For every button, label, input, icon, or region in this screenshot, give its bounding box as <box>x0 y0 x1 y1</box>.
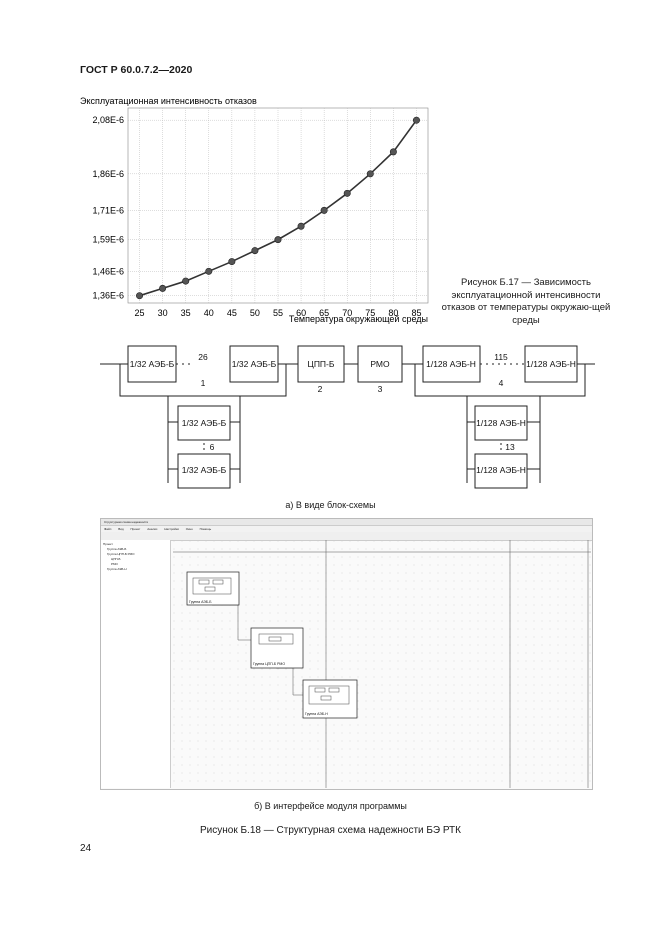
page-number: 24 <box>80 843 92 854</box>
x-tick-label: 25 <box>135 308 145 318</box>
block-aeb-b-last <box>229 345 279 383</box>
data-point <box>182 277 190 285</box>
label-aeb-b-4: 1/32 АЭБ-Б <box>182 465 227 475</box>
number-2: 2 <box>318 384 323 394</box>
project-tree: Проект Группа АЭБ-Б Группа ЦПП-Б РМО ЦПП… <box>101 540 171 788</box>
data-point <box>159 284 167 292</box>
block-aeb-n-parallel-2 <box>474 453 528 489</box>
y-tick-labels: 1,36E-6 1,46E-6 1,59E-6 1,71E-6 1,86E-6 2,08E… <box>92 115 124 301</box>
group-node-aeb-b[interactable] <box>186 571 240 606</box>
tree-item-rmo[interactable]: РМО <box>111 562 118 566</box>
y-tick-label: 1,86E-6 <box>92 169 124 179</box>
y-tick-label: 1,71E-6 <box>92 205 124 215</box>
y-tick-label: 2,08E-6 <box>92 115 124 125</box>
x-tick-label: 60 <box>296 308 306 318</box>
tree-item-project[interactable]: Проект <box>103 542 113 546</box>
count-6: 6 <box>210 442 215 452</box>
menu-item-help[interactable]: Помощь <box>199 527 212 531</box>
number-4: 4 <box>499 378 504 388</box>
block-aeb-b-first <box>127 345 177 383</box>
figure-17-caption: Рисунок Б.17 — Зависимость эксплуатацион… <box>441 277 611 326</box>
group-node-cpp-rmo[interactable] <box>250 627 304 669</box>
x-tick-label: 30 <box>158 308 168 318</box>
menu-item-window[interactable]: Окно <box>185 527 193 531</box>
group-label-2: Группа ЦПП-Б РМО <box>253 662 285 666</box>
number-3: 3 <box>378 384 383 394</box>
window-title: Структурная схема надежности <box>104 520 149 524</box>
number-1: 1 <box>201 378 206 388</box>
data-point <box>343 189 351 197</box>
block-aeb-n-first <box>422 345 481 383</box>
y-tick-label: 1,36E-6 <box>92 291 124 301</box>
label-aeb-n-2: 1/128 АЭБ-Н <box>526 359 576 369</box>
menu-item-view[interactable]: Вид <box>118 527 124 531</box>
block-rmo <box>357 345 403 383</box>
tree-item-group-aeb-b[interactable]: Группа АЭБ-Б <box>107 547 127 551</box>
plot-area <box>127 107 429 304</box>
data-point <box>366 170 374 178</box>
label-aeb-n-3: 1/128 АЭБ-Н <box>476 418 526 428</box>
chart-x-label: Температура окружающей среды <box>289 314 428 324</box>
window-title-bar: Структурная схема надежности <box>101 519 592 526</box>
caption-software: б) В интерфейсе модуля программы <box>254 801 407 811</box>
data-point <box>297 222 305 230</box>
data-point <box>412 116 420 124</box>
x-tick-label: 55 <box>273 308 283 318</box>
block-aeb-n-parallel-1 <box>474 405 528 441</box>
block-aeb-b-parallel-2 <box>177 453 231 489</box>
label-aeb-n-1: 1/128 АЭБ-Н <box>426 359 476 369</box>
group-label-1: Группа АЭБ-Б <box>189 600 212 604</box>
data-point <box>136 292 144 300</box>
menu-item-file[interactable]: Файл <box>104 527 112 531</box>
data-point <box>274 236 282 244</box>
x-tick-label: 40 <box>204 308 214 318</box>
label-rmo: РМО <box>370 359 390 369</box>
x-tick-label: 75 <box>365 308 375 318</box>
x-tick-label: 85 <box>411 308 421 318</box>
count-13: 13 <box>505 442 515 452</box>
x-tick-label: 80 <box>388 308 398 318</box>
x-tick-labels: 25 30 35 40 45 50 55 60 65 70 75 80 85 <box>135 308 422 318</box>
y-tick-label: 1,46E-6 <box>92 266 124 276</box>
label-cpp: ЦПП-Б <box>308 359 335 369</box>
count-115: 115 <box>494 352 508 362</box>
series-points <box>136 116 420 300</box>
chart-y-label: Эксплуатационная интенсивность отказов <box>80 96 257 106</box>
x-tick-label: 45 <box>227 308 237 318</box>
x-tick-label: 35 <box>181 308 191 318</box>
x-tick-label: 65 <box>319 308 329 318</box>
group-node-aeb-n[interactable] <box>302 679 358 719</box>
label-aeb-b-3: 1/32 АЭБ-Б <box>182 418 227 428</box>
menu-item-settings[interactable]: Настройки <box>164 527 179 531</box>
tree-item-group-aeb-n[interactable]: Группа АЭБ-Н <box>107 567 127 571</box>
x-tick-label: 50 <box>250 308 260 318</box>
label-aeb-b-2: 1/32 АЭБ-Б <box>232 359 277 369</box>
block-aeb-b-parallel-1 <box>177 405 231 441</box>
menu-item-analysis[interactable]: Анализ <box>147 527 158 531</box>
menu-bar: Файл Вид Проект Анализ Настройки Окно По… <box>101 526 592 532</box>
document-header: ГОСТ Р 60.0.7.2—2020 <box>80 64 193 76</box>
data-point <box>389 148 397 156</box>
menu-item-project[interactable]: Проект <box>130 527 141 531</box>
y-tick-label: 1,59E-6 <box>92 235 124 245</box>
block-aeb-n-last <box>524 345 578 383</box>
failure-rate-chart: Эксплуатационная интенсивность отказов 1… <box>80 96 429 324</box>
label-aeb-n-4: 1/128 АЭБ-Н <box>476 465 526 475</box>
figure-18-caption: Рисунок Б.18 — Структурная схема надежно… <box>200 825 461 836</box>
caption-block-diagram: а) В виде блок-схемы <box>285 500 376 510</box>
x-tick-label: 70 <box>342 308 352 318</box>
diagram-canvas[interactable]: Группа АЭБ-Б Группа ЦПП-Б РМО Группа АЭБ… <box>173 540 591 788</box>
block-cpp <box>297 345 345 383</box>
data-point <box>205 267 213 275</box>
tree-item-group-cpp-rmo[interactable]: Группа ЦПП-Б РМО <box>107 552 135 556</box>
count-26: 26 <box>198 352 208 362</box>
tree-item-cpp[interactable]: ЦПП-Б <box>111 557 121 561</box>
reliability-block-diagram: 1/32 АЭБ-Б 1/32 АЭБ-Б ЦПП-Б РМО 1/128 АЭ… <box>100 345 595 489</box>
software-screenshot: Структурная схема надежности Файл Вид Пр… <box>100 518 593 790</box>
group-label-3: Группа АЭБ-Н <box>305 712 328 716</box>
label-aeb-b-1: 1/32 АЭБ-Б <box>130 359 175 369</box>
data-point <box>320 206 328 214</box>
data-point <box>251 247 259 255</box>
data-point <box>228 258 236 266</box>
